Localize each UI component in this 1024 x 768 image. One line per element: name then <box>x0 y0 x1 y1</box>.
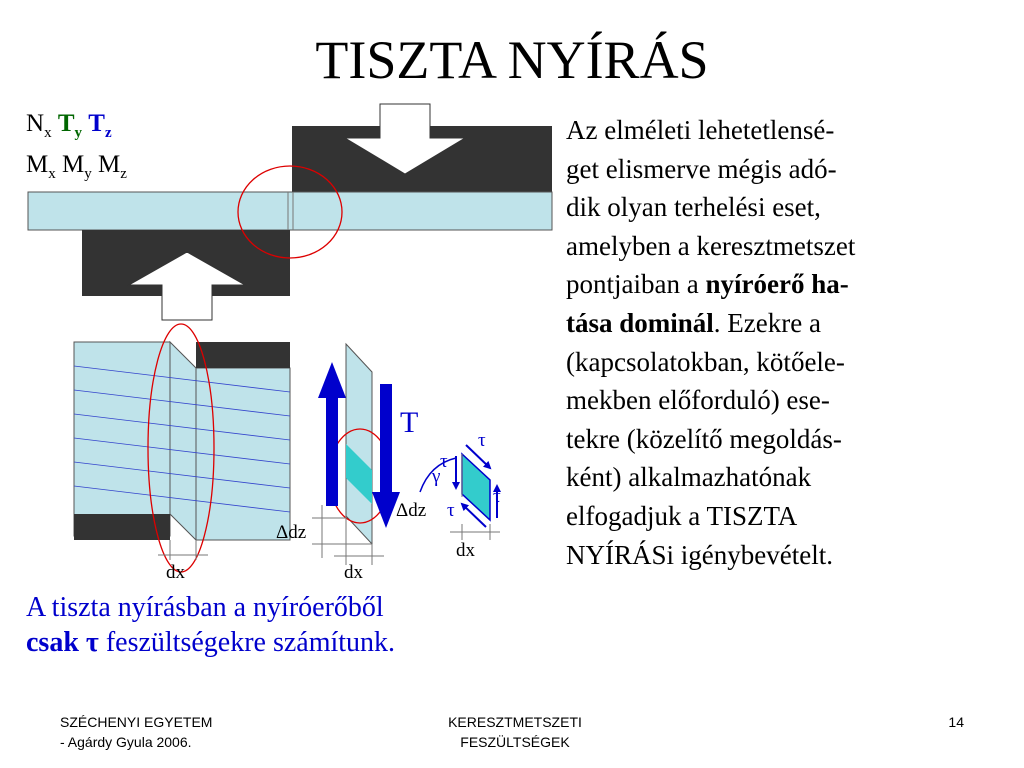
tau-symbol: τ <box>85 627 99 658</box>
internal-forces-legend: Nx Ty Tz Mx My Mz <box>26 108 127 190</box>
explanation-text: Az elméleti lehetetlensé- get elismerve … <box>566 111 1006 574</box>
tau-label-top: τ <box>478 430 486 451</box>
emphasis-text: tása dominál <box>566 307 714 338</box>
text-line: dik olyan terhelési eset, <box>566 192 821 223</box>
gamma-label: γ <box>431 466 440 487</box>
dx-label-mid: dx <box>344 562 364 583</box>
force-tz: Tz <box>88 110 112 141</box>
tau-label-bottom: τ <box>447 500 455 521</box>
footer-topic: KERESZTMETSZETI FESZÜLTSÉGEK <box>448 714 582 750</box>
text-line: pontjaiban a nyíróerő ha- <box>566 269 849 300</box>
footer-author: SZÉCHENYI EGYETEM - Agárdy Gyula 2006. <box>60 714 213 750</box>
text-line: amelyben a keresztmetszet <box>566 230 856 261</box>
moment-mz: Mz <box>97 151 127 182</box>
text-line: elfogadjuk a TISZTA <box>566 500 798 531</box>
text-line: tekre (közelítő megoldás- <box>566 423 842 454</box>
beam <box>27 191 553 231</box>
tau-label-left: τ <box>440 451 448 472</box>
dz-label-element: Δdz <box>396 500 426 521</box>
text-line: mekben előforduló) ese- <box>566 385 830 416</box>
text-line: get elismerve mégis adó- <box>566 153 837 184</box>
shear-force-arrows: T <box>318 362 418 528</box>
force-t-label: T <box>400 406 418 439</box>
moment-mx: Mx <box>26 151 56 182</box>
caption-line-2: csak τ feszültségekre számítunk. <box>26 627 396 658</box>
slice-element: dx Δdz <box>276 342 392 583</box>
dx-label-element: dx <box>456 540 476 561</box>
page-number: 14 <box>948 714 964 730</box>
dx-label-left: dx <box>166 562 186 583</box>
deformed-section: dx <box>73 323 291 583</box>
emphasis-text: nyíróerő ha- <box>705 269 849 300</box>
dz-label-mid: Δdz <box>276 522 306 543</box>
top-clamp <box>292 103 552 192</box>
moment-my: My <box>61 151 92 182</box>
forces-row-2: Mx My Mz <box>26 149 127 190</box>
text-line: ként) alkalmazhatónak <box>566 462 812 493</box>
text-line: NYÍRÁSi igénybevételt. <box>566 539 833 570</box>
stress-element: γ τ τ τ τ Δdz dx <box>396 430 501 561</box>
text-line: (kapcsolatokban, kötőele- <box>566 346 845 377</box>
text-line: Az elméleti lehetetlensé- <box>566 115 835 145</box>
caption-line-1: A tiszta nyírásban a nyíróerőből <box>26 592 384 623</box>
bottom-clamp <box>82 230 290 321</box>
text-line: tása dominál. Ezekre a <box>566 307 821 338</box>
caption: A tiszta nyírásban a nyíróerőből csak τ … <box>26 590 566 660</box>
force-nx: Nx <box>26 110 52 141</box>
force-ty: Ty <box>57 110 82 141</box>
shear-zone-circle <box>237 165 343 259</box>
tau-label-right: τ <box>493 486 501 507</box>
forces-row-1: Nx Ty Tz <box>26 108 127 149</box>
page-title: TISZTA NYÍRÁS <box>315 30 709 90</box>
